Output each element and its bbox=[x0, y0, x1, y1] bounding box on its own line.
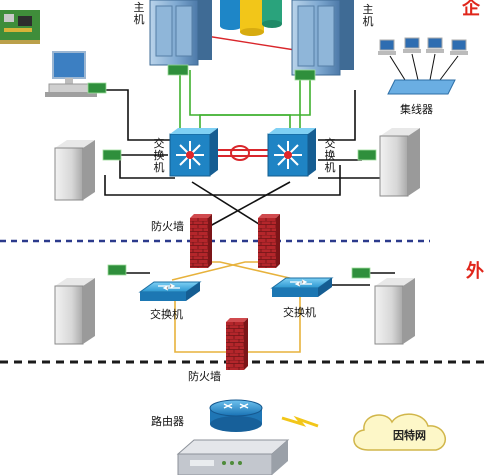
hub-pc-3 bbox=[426, 37, 444, 53]
server-right-dmz-icon bbox=[374, 278, 415, 345]
core-switch-left-icon bbox=[169, 128, 218, 177]
hub-label: 集线器 bbox=[400, 103, 433, 116]
firewall-top-right-icon bbox=[258, 214, 280, 268]
hub-device bbox=[387, 79, 456, 95]
interface-card-icon bbox=[0, 10, 40, 44]
zone-mid-partial-label: 外 bbox=[466, 261, 484, 282]
host-left-label: 主机 bbox=[133, 1, 145, 26]
router-icon bbox=[209, 399, 263, 432]
core-switch-left-label: 交换机 bbox=[153, 137, 165, 174]
host-right-icon bbox=[291, 0, 354, 76]
black-links bbox=[104, 89, 395, 286]
router-label: 路由器 bbox=[151, 415, 184, 428]
hub-cluster-icon bbox=[378, 37, 468, 95]
firewall-top-left-icon bbox=[190, 214, 212, 268]
core-switch-right-icon bbox=[267, 128, 316, 177]
host-right-label: 主机 bbox=[362, 3, 374, 28]
hub-pc-4 bbox=[450, 39, 468, 55]
core-switch-link bbox=[210, 145, 268, 161]
dmz-switch-right-icon bbox=[270, 277, 334, 297]
hub-pc-2 bbox=[403, 37, 421, 53]
firewall-bottom-icon bbox=[226, 318, 248, 370]
internet-label: 因特网 bbox=[393, 429, 426, 442]
hub-pc-1 bbox=[378, 39, 396, 55]
firewall-bottom-label: 防火墙 bbox=[188, 370, 221, 383]
zone-top-partial-label: 企 bbox=[462, 0, 480, 19]
core-switch-right-label: 交换机 bbox=[324, 137, 336, 174]
storage-array-icon bbox=[220, 0, 282, 36]
router-internet-lightning bbox=[281, 415, 319, 428]
dmz-switch-left-label: 交换机 bbox=[150, 308, 183, 321]
dmz-switch-left-icon bbox=[138, 281, 202, 301]
nic-modules bbox=[87, 64, 377, 279]
server-right-top-icon bbox=[379, 128, 420, 197]
internet-cloud-icon bbox=[353, 413, 446, 451]
dmz-switch-right-label: 交换机 bbox=[283, 306, 316, 319]
server-left-dmz-icon bbox=[54, 278, 95, 345]
red-cross-link bbox=[199, 34, 296, 51]
gateway-device-icon bbox=[176, 439, 290, 475]
green-links bbox=[179, 70, 311, 131]
firewall-top-label: 防火墙 bbox=[151, 220, 184, 233]
server-left-top-icon bbox=[54, 140, 95, 201]
host-left-icon bbox=[149, 0, 212, 66]
